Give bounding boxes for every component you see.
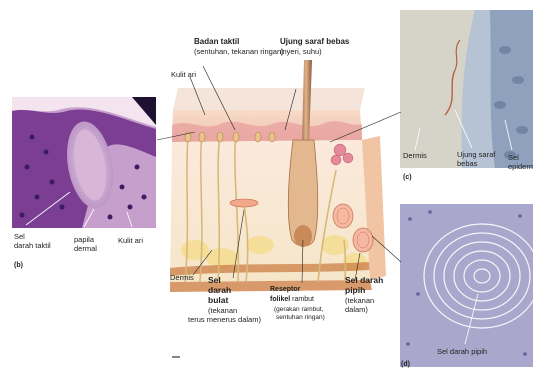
panel-c-ujung-line2: bebas xyxy=(457,160,477,169)
panel-c-sel-line2: epiderm xyxy=(508,163,533,172)
panel-c-dermis: Dermis xyxy=(403,152,427,161)
panel-d-sel-darah-pipih: Sel darah pipih xyxy=(437,348,487,357)
badan-taktil-subtitle: (sentuhan, tekanan ringan) xyxy=(194,48,284,57)
panel-b-sel-darah-taktil-line2: darah taktil xyxy=(14,242,51,251)
reseptor-folikel-bold: folikel xyxy=(270,296,290,303)
pipih-sub-line2: dalam) xyxy=(345,306,368,315)
dermis-bottom-label: Dermis xyxy=(170,274,194,283)
panel-b-kulit-ari: Kulit ari xyxy=(118,237,143,246)
panel-c-letter: (c) xyxy=(403,174,412,183)
ujung-saraf-subtitle: (nyeri, suhu) xyxy=(280,48,322,57)
reseptor-sub-line2: sentuhan ringan) xyxy=(276,314,325,323)
reseptor-folikel-rest: rambut xyxy=(290,296,314,303)
sel-darah-bulat-line3: bulat xyxy=(208,296,228,306)
panel-d-letter: (d) xyxy=(401,361,410,370)
pipih-title-line2: pipih xyxy=(345,286,365,296)
sel-darah-bulat-sub-line2: terus menerus dalam) xyxy=(188,316,261,325)
reseptor-folikel-line: folikel rambut xyxy=(270,296,314,305)
reseptor-title: Reseptor xyxy=(270,286,300,295)
badan-taktil-title: Badan taktil xyxy=(194,38,239,47)
panel-b-letter: (b) xyxy=(14,262,23,271)
panel-b-papila-line2: dermal xyxy=(74,245,97,254)
kulit-ari-top-label: Kulit ari xyxy=(171,71,196,80)
ujung-saraf-title: Ujung saraf bebas xyxy=(280,38,349,47)
